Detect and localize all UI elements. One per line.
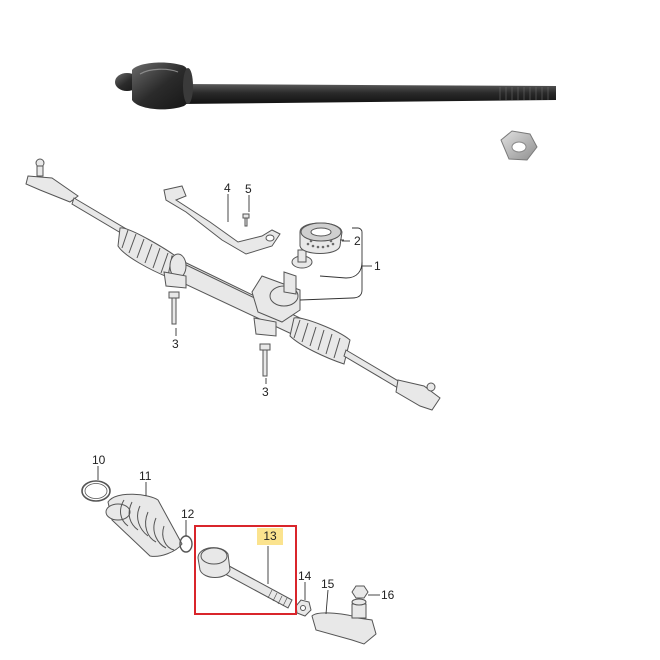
steering-rack xyxy=(25,158,441,411)
lock-nut xyxy=(295,599,312,617)
callout-16: 16 xyxy=(381,588,395,602)
tie-rod-end xyxy=(311,598,377,645)
callout-3a: 3 xyxy=(172,337,179,351)
callout-3b: 3 xyxy=(262,385,269,399)
lock-nut xyxy=(351,585,369,599)
callout-11: 11 xyxy=(139,469,152,483)
callout-14: 14 xyxy=(298,569,312,583)
bellows-boot xyxy=(105,493,183,557)
callout-10: 10 xyxy=(92,453,106,467)
callout-5: 5 xyxy=(245,182,252,196)
leader-lines xyxy=(97,194,380,615)
highlight-box-13 xyxy=(194,525,297,615)
hex-nut xyxy=(500,130,538,161)
tie-rod-inner xyxy=(197,547,293,609)
callout-15: 15 xyxy=(321,577,335,591)
boot-clamp xyxy=(81,480,111,502)
bolt xyxy=(168,213,271,377)
callout-4: 4 xyxy=(224,181,231,195)
mounting-bracket xyxy=(163,185,281,255)
callout-12: 12 xyxy=(181,507,195,521)
tie-rod-photo xyxy=(115,62,556,110)
callout-13-highlighted: 13 xyxy=(257,528,283,545)
callout-2: 2 xyxy=(354,234,361,248)
callout-1: 1 xyxy=(374,259,381,273)
rubber-mount xyxy=(299,222,343,254)
